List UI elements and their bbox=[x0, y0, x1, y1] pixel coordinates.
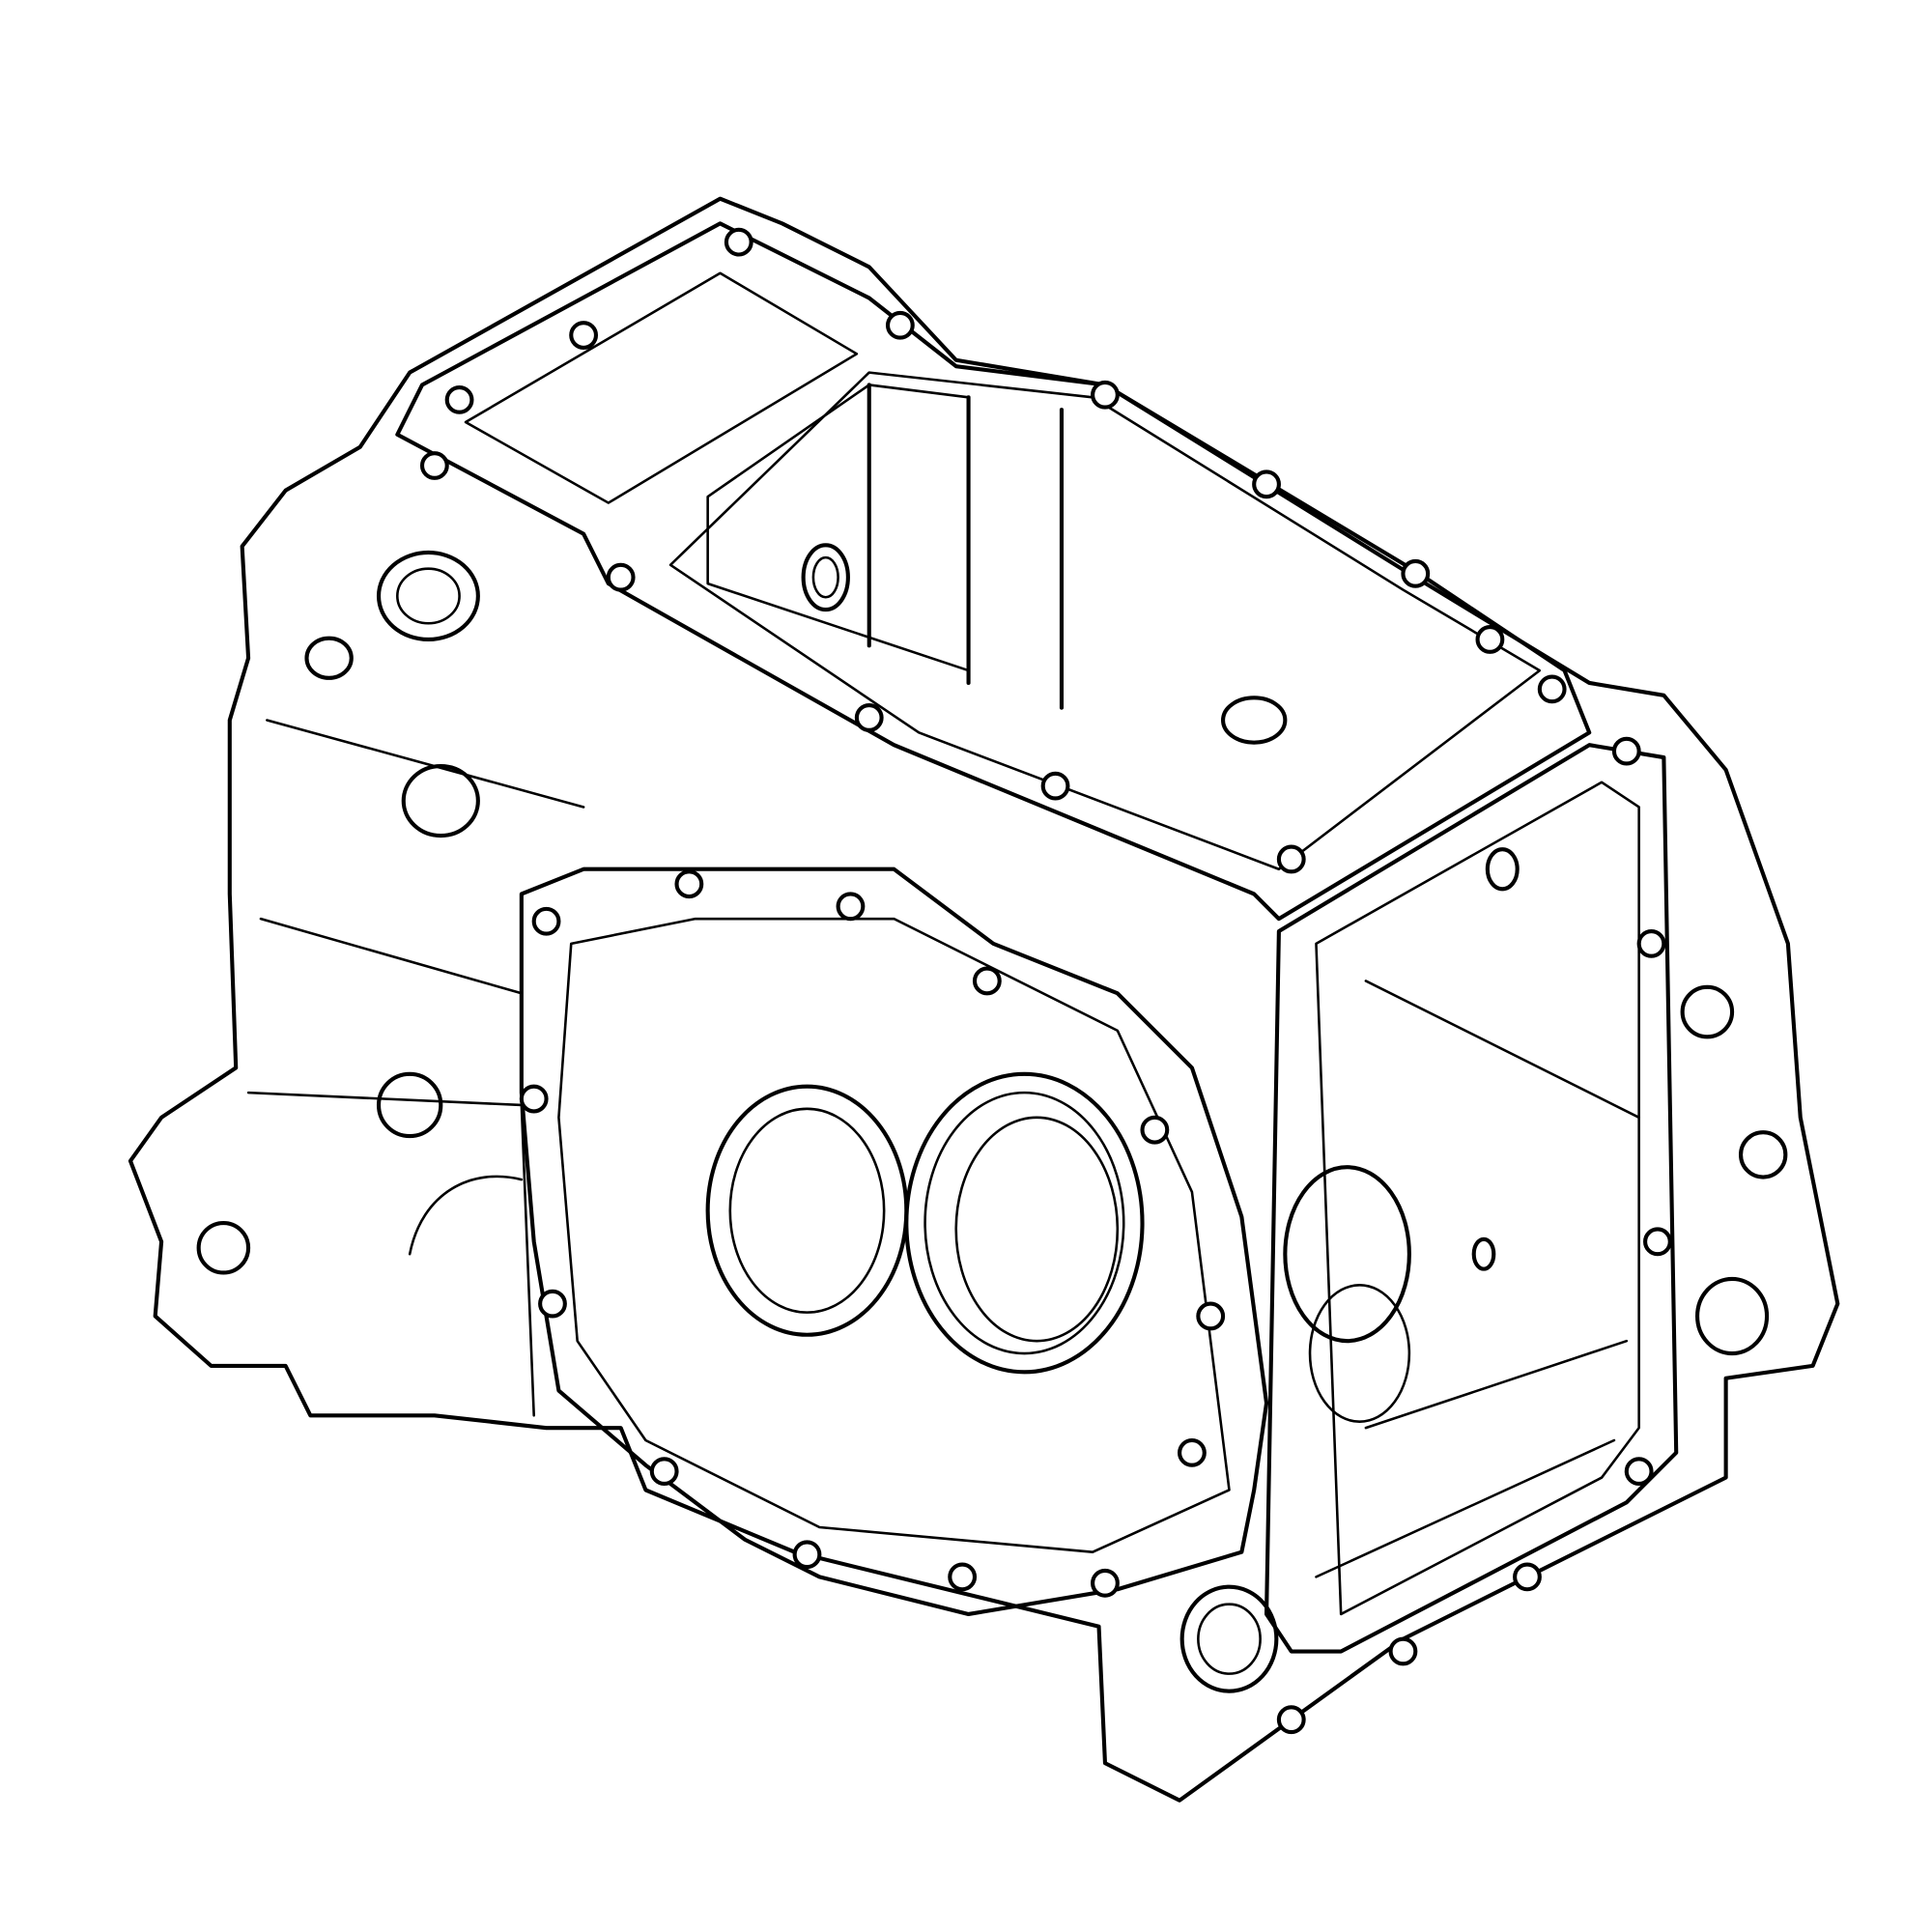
bolt-hole bbox=[948, 1562, 978, 1592]
bolt-hole bbox=[1276, 844, 1306, 874]
bolt-hole bbox=[836, 892, 866, 922]
block-outline bbox=[128, 196, 1840, 1803]
bolt-hole bbox=[854, 703, 884, 732]
bolt-hole bbox=[1196, 1301, 1226, 1331]
bolt-hole bbox=[1140, 1115, 1170, 1145]
top-deck bbox=[395, 221, 1592, 922]
bolt-hole bbox=[1040, 771, 1070, 801]
bolt-hole bbox=[972, 966, 1002, 996]
bolt-hole bbox=[1537, 674, 1567, 704]
bolt-hole bbox=[444, 384, 474, 414]
bolt-hole bbox=[1513, 1562, 1542, 1592]
bolt-hole bbox=[569, 321, 599, 350]
bolt-hole bbox=[1178, 1437, 1207, 1467]
bolt-hole bbox=[674, 869, 704, 899]
bolt-hole bbox=[1624, 1457, 1654, 1487]
front-flange bbox=[519, 867, 1411, 1617]
bolt-hole bbox=[1611, 736, 1641, 766]
right-side-details bbox=[1179, 696, 1788, 1693]
bolt-hole bbox=[1401, 558, 1431, 588]
bolt-hole bbox=[1643, 1227, 1672, 1257]
left-side-details bbox=[196, 550, 585, 1417]
rear-flange bbox=[1264, 743, 1679, 1654]
bolt-hole bbox=[1091, 380, 1120, 410]
bolt-hole bbox=[649, 1457, 679, 1487]
bolt-hole bbox=[1091, 1568, 1120, 1598]
bolt-hole bbox=[606, 562, 636, 592]
bolt-hole bbox=[419, 451, 449, 480]
bolt-hole bbox=[531, 906, 561, 936]
bolt-hole bbox=[519, 1084, 549, 1114]
bolt-hole bbox=[885, 310, 915, 340]
bolt-hole bbox=[1636, 928, 1666, 958]
bolt-hole bbox=[1388, 1636, 1418, 1666]
bolt-hole bbox=[1276, 1705, 1306, 1735]
bolt-hole bbox=[792, 1540, 822, 1570]
bolt-hole bbox=[1252, 469, 1281, 499]
bolt-hole bbox=[724, 227, 753, 257]
bolt-hole bbox=[538, 1289, 567, 1319]
bolt-hole bbox=[1475, 625, 1505, 654]
bolt-holes bbox=[419, 227, 1672, 1735]
